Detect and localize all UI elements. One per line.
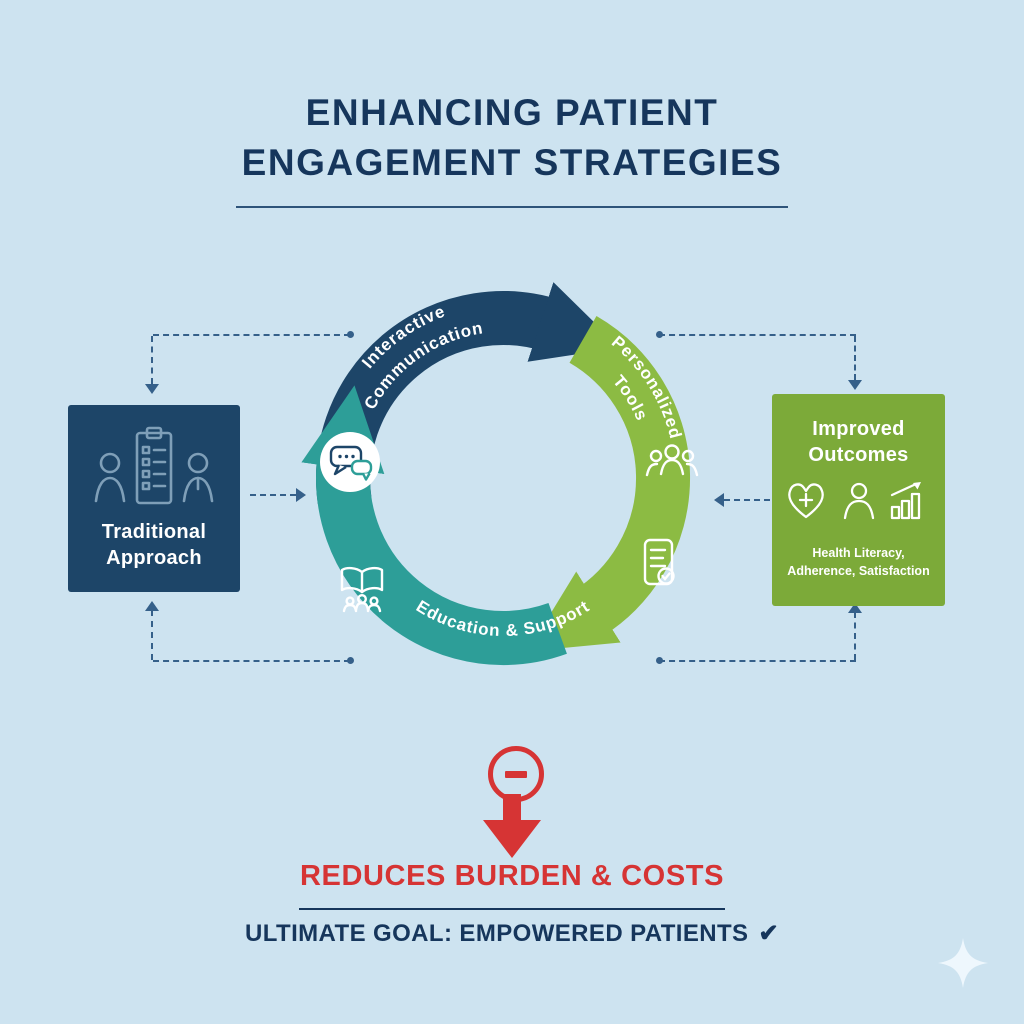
chat-bubbles-icon — [320, 432, 380, 492]
heart-cross-icon — [787, 483, 824, 519]
checkmark-icon: ✔ — [758, 920, 779, 947]
outcomes-icons — [787, 482, 921, 520]
title-line-1: ENHANCING PATIENT — [305, 92, 719, 133]
connector-bottom-left-dot — [347, 657, 354, 664]
connector-top-right-arrowhead — [848, 380, 862, 390]
connector-top-left-arrowhead — [145, 384, 159, 394]
doctor-clipboard-icon — [94, 426, 214, 505]
connector-bottom-right-horizontal — [659, 660, 856, 662]
connector-top-left-dot — [347, 331, 354, 338]
phone-checklist-icon — [643, 538, 675, 586]
connector-top-right-horizontal — [659, 334, 856, 336]
sparkle-icon — [938, 938, 988, 988]
connector-mid-right-arrowhead — [714, 493, 724, 507]
connector-bottom-left-vertical — [151, 610, 153, 660]
traditional-approach-label: Traditional Approach — [68, 519, 240, 571]
connector-bottom-right-vertical — [854, 612, 856, 660]
improved-outcomes-line2: Outcomes — [808, 444, 909, 466]
connector-bottom-right-arrowhead — [848, 603, 862, 613]
arc-personalized-tools — [527, 316, 691, 652]
connector-bottom-left-arrowhead — [145, 601, 159, 611]
traditional-approach-box: Traditional Approach — [68, 405, 240, 592]
ultimate-goal-label: ULTIMATE GOAL: EMPOWERED PATIENTS ✔ — [0, 919, 1024, 948]
people-group-icon — [645, 444, 699, 477]
connector-bottom-right-dot — [656, 657, 663, 664]
connector-mid-left-arrowhead — [296, 488, 306, 502]
connector-mid-left — [250, 494, 296, 496]
ultimate-goal-text: ULTIMATE GOAL: EMPOWERED PATIENTS — [245, 920, 749, 947]
connector-bottom-left-horizontal — [153, 660, 350, 662]
patient-icon — [843, 482, 874, 520]
traditional-approach-line2: Approach — [106, 547, 202, 569]
improved-outcomes-box: Improved Outcomes — [772, 394, 945, 606]
page-title: ENHANCING PATIENT ENGAGEMENT STRATEGIES — [0, 88, 1024, 188]
title-line-2: ENGAGEMENT STRATEGIES — [241, 141, 783, 183]
goal-divider — [299, 908, 725, 910]
connector-top-left-vertical — [151, 336, 153, 384]
education-book-icon — [340, 566, 384, 613]
connector-top-right-dot — [656, 331, 663, 338]
improved-outcomes-line1: Improved — [812, 418, 905, 440]
improved-outcomes-label: Improved Outcomes — [772, 416, 945, 468]
reduces-burden-label: REDUCES BURDEN & COSTS — [299, 860, 725, 892]
title-divider — [236, 206, 788, 208]
minus-bar — [505, 770, 527, 778]
growth-chart-icon — [890, 482, 921, 520]
down-arrow-icon — [483, 794, 541, 858]
connector-mid-right — [724, 499, 770, 501]
connector-top-right-vertical — [854, 336, 856, 380]
outcomes-subtitle: Health Literacy, Adherence, Satisfaction — [787, 546, 930, 579]
connector-top-left-horizontal — [153, 334, 350, 336]
arc-education-support — [301, 385, 567, 665]
traditional-approach-line1: Traditional — [101, 521, 207, 543]
engagement-cycle-diagram: Interactive Communication Personalized T… — [301, 282, 699, 665]
